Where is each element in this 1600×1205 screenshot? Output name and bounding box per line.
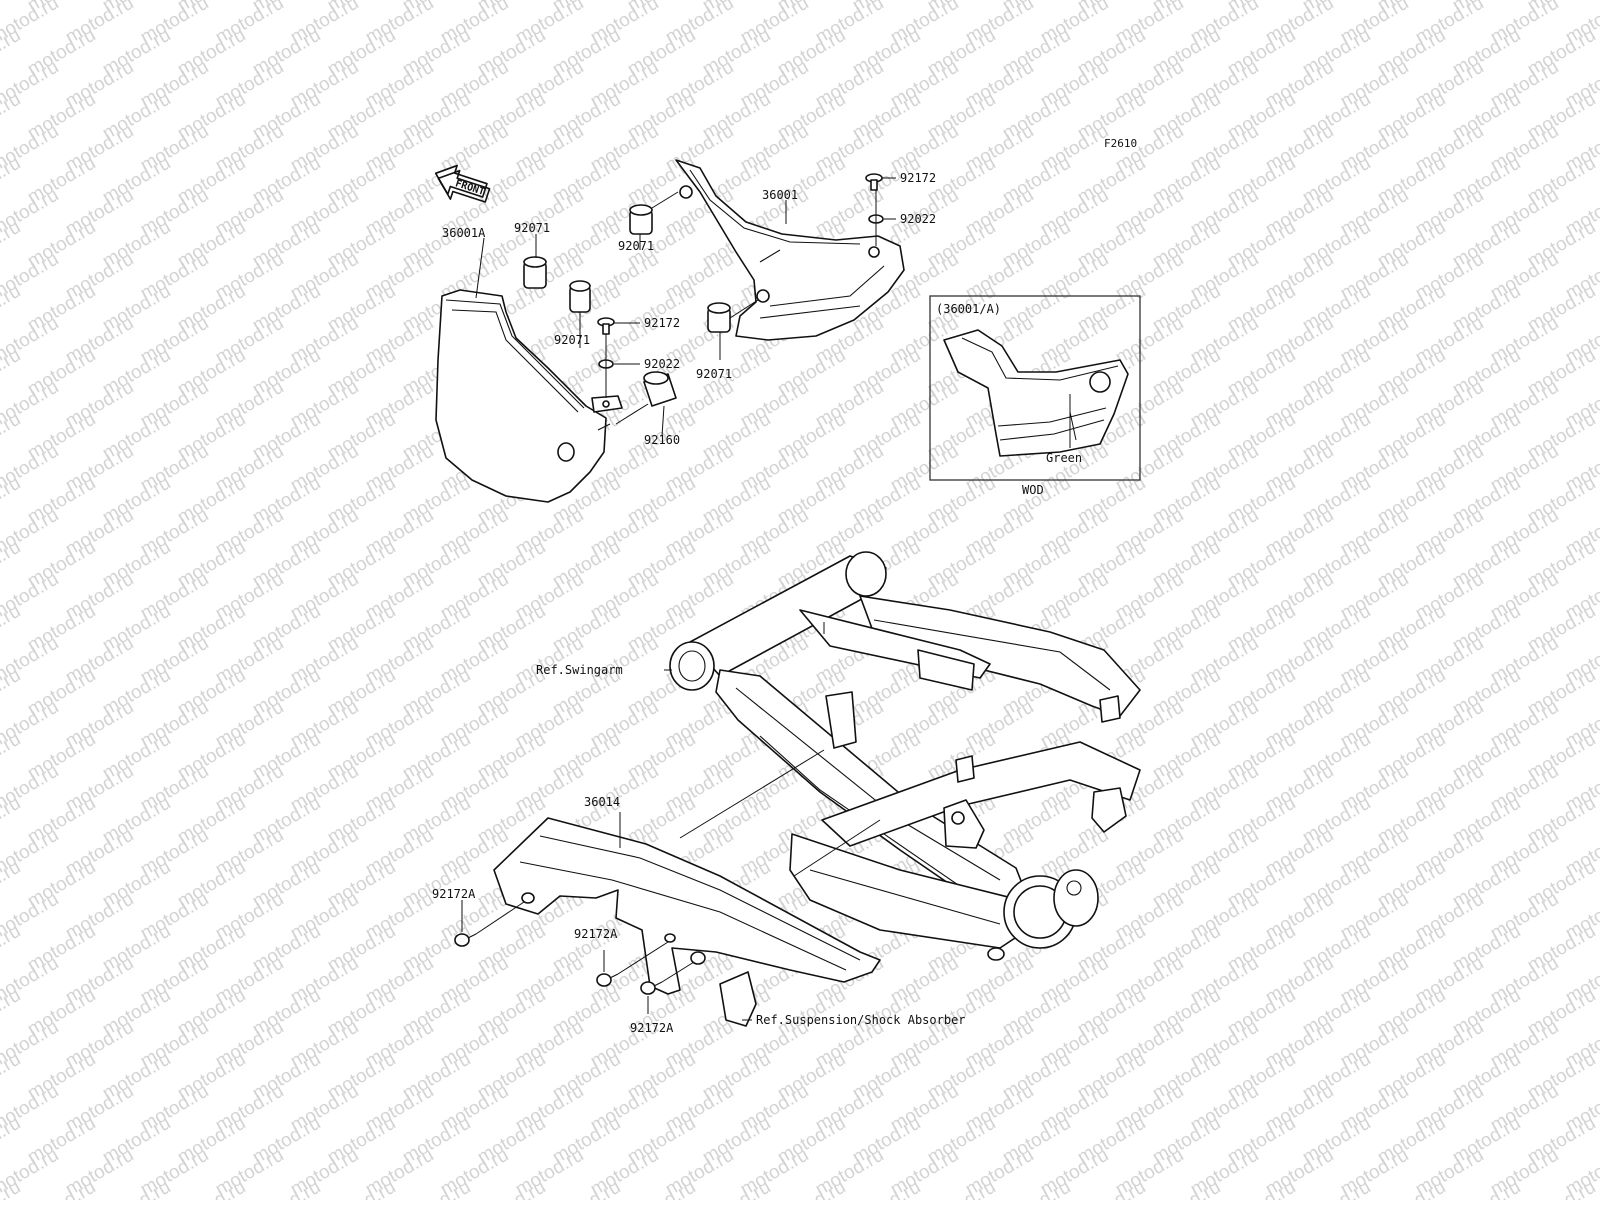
ref-swingarm-label: Ref.Swingarm — [536, 663, 623, 677]
screw-92172-left-icon — [597, 317, 615, 335]
grommet-92071-a — [523, 256, 547, 289]
watermark-text: motod.ru — [99, 1177, 174, 1200]
callout-92172-left: 92172 — [644, 316, 680, 330]
leader-lines-lower — [461, 622, 881, 1021]
bolt-92172A-c-icon — [640, 981, 663, 995]
callout-92160: 92160 — [644, 433, 680, 447]
watermark-text: motod.ru — [174, 1177, 249, 1200]
callout-36001: 36001 — [762, 188, 798, 202]
front-arrow-icon: FRONT — [434, 164, 491, 203]
watermark-text: motod.ru — [474, 1177, 549, 1200]
watermark-text: motod.ru — [699, 1177, 774, 1200]
watermark-text: motod.ru — [1224, 1177, 1299, 1200]
side-cover-right-36001 — [675, 159, 905, 341]
callout-36014: 36014 — [584, 795, 620, 809]
swingarm-assembly — [669, 551, 1141, 961]
leader-lines-upper — [475, 177, 896, 437]
callout-36001A: 36001A — [442, 226, 486, 240]
grommet-92071-b — [569, 280, 591, 313]
callout-92022-left: 92022 — [644, 357, 680, 371]
callout-92172-right: 92172 — [900, 171, 936, 185]
inset-title: (36001/A) — [936, 302, 1001, 316]
watermark-text: motod.ru — [24, 1177, 99, 1200]
callout-92172A-c: 92172A — [630, 1021, 674, 1035]
watermark-text: motod.ru — [1149, 1177, 1224, 1200]
callout-92022-right: 92022 — [900, 212, 936, 226]
collar-92160 — [643, 371, 677, 407]
watermark-text: motod.ru — [1299, 1177, 1374, 1200]
callout-92071-c: 92071 — [618, 239, 654, 253]
chain-cover-36014 — [493, 817, 881, 1027]
inset-color-label: Green — [1046, 451, 1082, 465]
callout-92071-b: 92071 — [554, 333, 590, 347]
watermark-text: motod.ru — [399, 1177, 474, 1200]
watermark-text: motod.ru — [999, 1177, 1074, 1200]
inset-color-variant-box — [929, 295, 1141, 481]
watermark-text: motod.ru — [1524, 1177, 1599, 1200]
watermark-text: motod.ru — [1449, 1177, 1524, 1200]
callout-92071-d: 92071 — [696, 367, 732, 381]
watermark-text: motod.ru — [324, 1177, 399, 1200]
watermark-text: motod.ru — [849, 1177, 924, 1200]
figure-id: F2610 — [1104, 137, 1137, 150]
watermark-text: motod.ru — [624, 1177, 699, 1200]
watermark-text: motod.ru — [549, 1177, 624, 1200]
callout-92071-a: 92071 — [514, 221, 550, 235]
watermark-text: motod.ru — [1374, 1177, 1449, 1200]
side-cover-left-36001A — [435, 289, 611, 503]
bolt-92172A-b-icon — [596, 973, 619, 987]
ref-suspension-label: Ref.Suspension/Shock Absorber — [756, 1013, 966, 1027]
watermark-text: motod.ru — [924, 1177, 999, 1200]
callout-92172A-a: 92172A — [432, 887, 476, 901]
watermark-text: motod.ru — [249, 1177, 324, 1200]
watermark-text: motod.ru — [774, 1177, 849, 1200]
grommet-92071-c — [629, 204, 653, 235]
inset-footer: WOD — [1022, 483, 1044, 497]
bolt-92172A-a-icon — [454, 933, 477, 947]
callout-92172A-b: 92172A — [574, 927, 618, 941]
watermark-text: motod.ru — [1074, 1177, 1149, 1200]
grommet-92071-d — [707, 302, 731, 333]
